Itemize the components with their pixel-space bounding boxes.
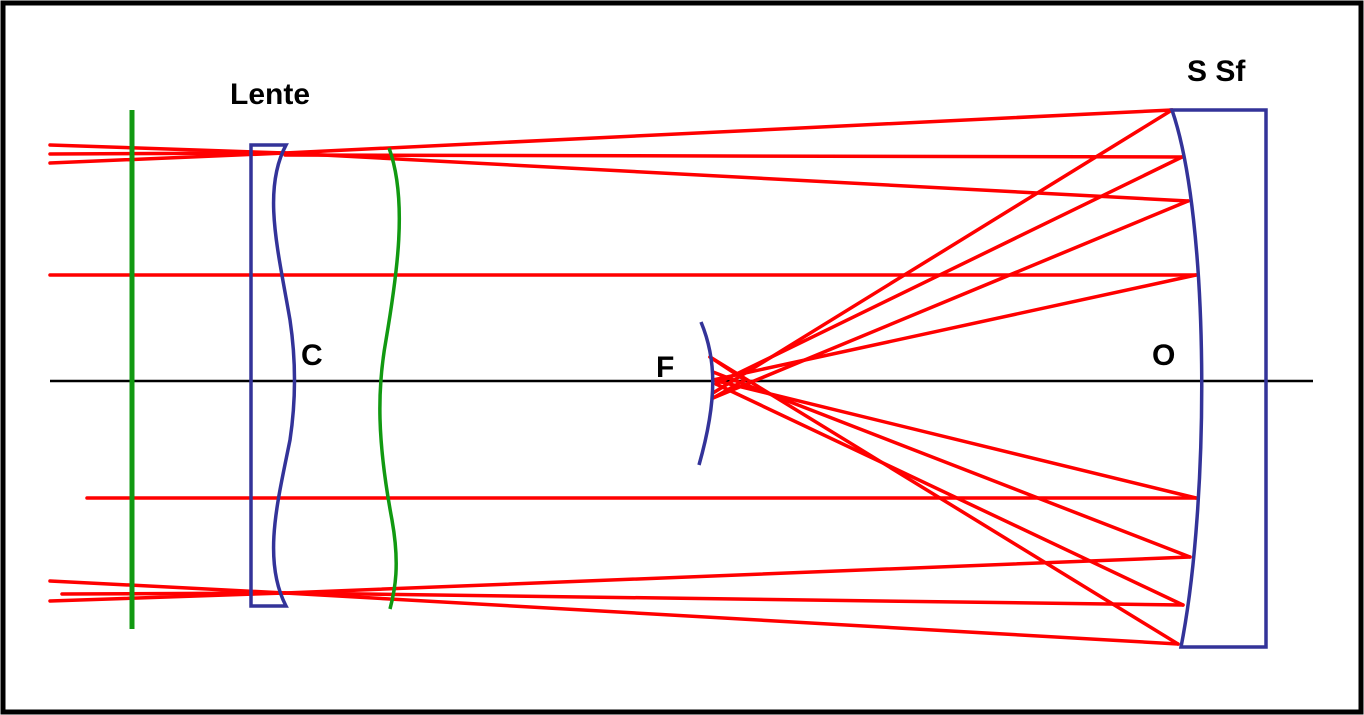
label-objective: O bbox=[1152, 339, 1175, 372]
ray-bottom-middle bbox=[283, 591, 1185, 607]
label-lens: Lente bbox=[230, 78, 310, 111]
reflect-bottom-4 bbox=[708, 355, 1180, 646]
reflect-bottom-3 bbox=[714, 382, 1185, 607]
reflect-top-3 bbox=[711, 199, 1190, 400]
reflect-top-2 bbox=[714, 155, 1184, 386]
ray-top-lower bbox=[283, 151, 1190, 203]
label-corrector: C bbox=[301, 339, 323, 372]
ray-top-middle bbox=[283, 153, 1184, 159]
ray-bottom-upper bbox=[283, 555, 1192, 595]
reflect-bottom-2 bbox=[711, 370, 1192, 559]
ray-in-top-3 bbox=[48, 151, 287, 156]
focus-ray-2 bbox=[711, 378, 747, 400]
reflect-top-4 bbox=[711, 273, 1198, 382]
corrector-curve bbox=[378, 147, 402, 610]
label-focus: F bbox=[656, 351, 674, 384]
focus-ray-1 bbox=[708, 355, 747, 382]
lens bbox=[249, 143, 297, 608]
ray-bottom-lower bbox=[283, 591, 1180, 646]
reflect-bottom-1 bbox=[711, 378, 1198, 500]
ray-in-bottom-3 bbox=[60, 591, 287, 596]
light-rays bbox=[48, 108, 1198, 646]
label-mirror: S Sf bbox=[1187, 55, 1246, 88]
secondary-mirror bbox=[697, 321, 715, 466]
ray-in-bottom-1 bbox=[48, 579, 287, 595]
reflect-top-1 bbox=[711, 108, 1174, 395]
primary-mirror bbox=[1169, 108, 1268, 649]
ray-top-upper bbox=[283, 108, 1174, 155]
